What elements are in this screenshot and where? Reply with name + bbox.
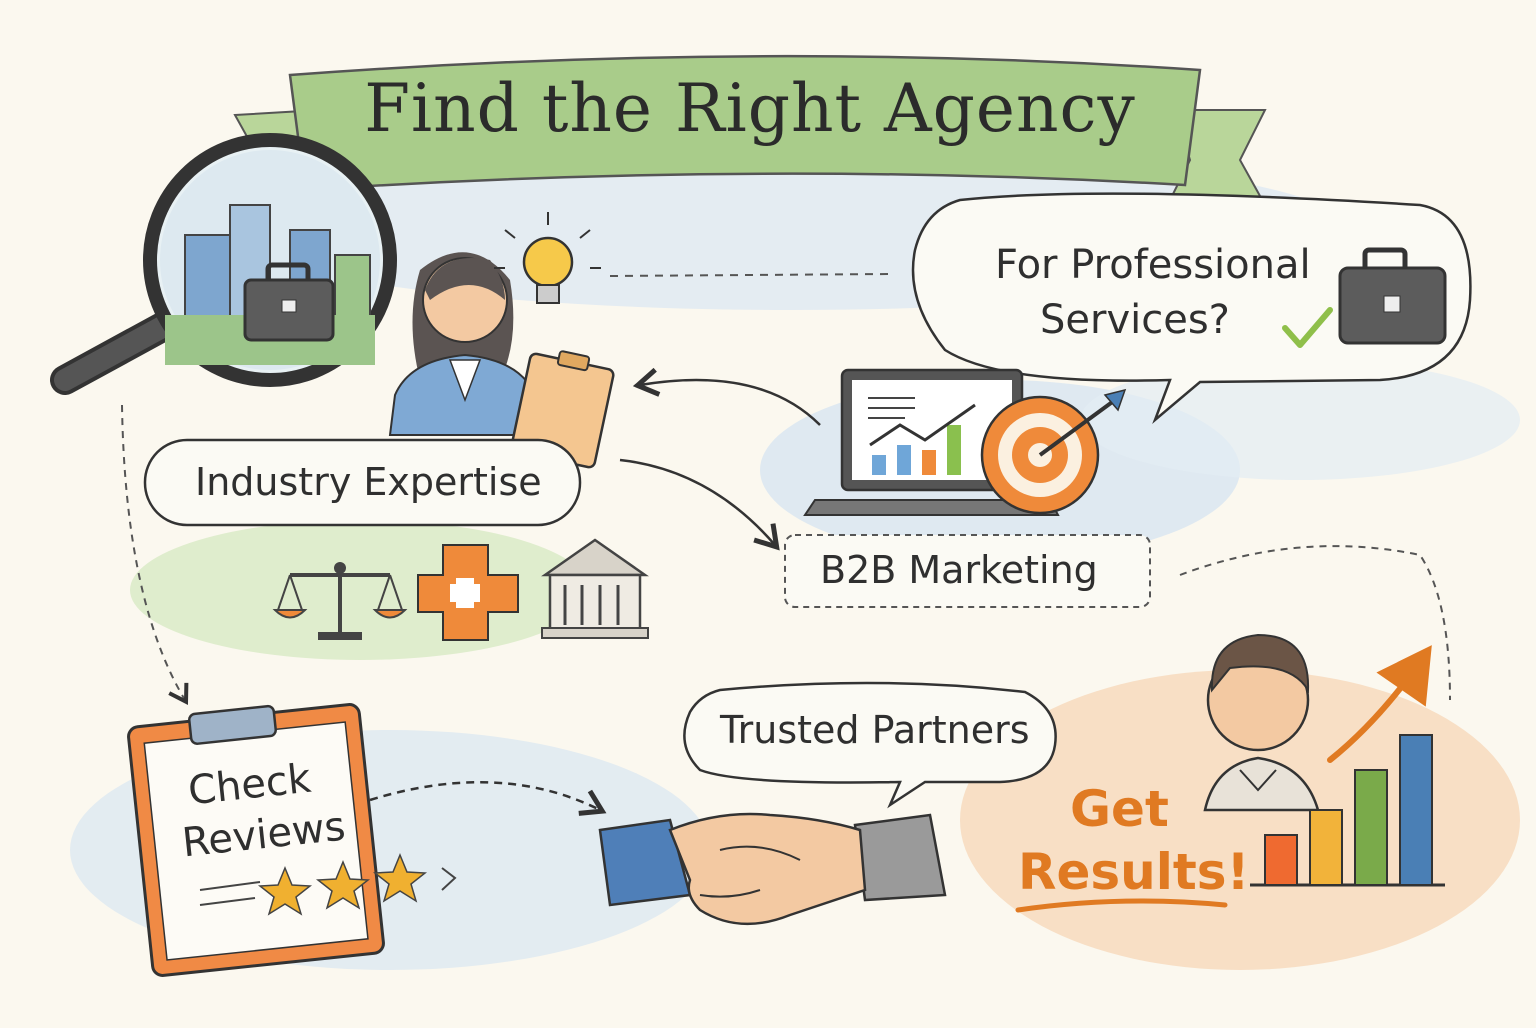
checkmark-icon [1282, 307, 1333, 348]
scales-icon [272, 562, 408, 640]
industry-expertise-label: Industry Expertise [195, 460, 542, 504]
laptop-chart-icon [803, 368, 1060, 516]
person-icon [1203, 633, 1320, 812]
star-icon [257, 853, 428, 916]
professional-bubble-line1: For Professional [995, 242, 1311, 288]
lightbulb-icon [494, 212, 601, 304]
b2b-marketing-label: B2B Marketing [820, 548, 1098, 592]
arrow-laptop-to-person [632, 367, 821, 426]
bar-chart-icon [1250, 734, 1445, 887]
b2b-marketing-box [784, 534, 1151, 608]
trend-arrow-icon [1327, 645, 1432, 763]
handshake-icon [598, 812, 947, 926]
magnifying-glass-icon [50, 133, 397, 395]
clipboard-icon [127, 703, 385, 977]
page-title: Find the Right Agency [364, 70, 1136, 147]
briefcase-icon [1338, 247, 1447, 345]
get-results-line2: Results! [1018, 843, 1250, 901]
briefcase-icon [243, 262, 335, 342]
bank-building-icon [541, 538, 649, 639]
target-icon [980, 388, 1127, 515]
connector-b2b-to-results [1179, 545, 1451, 701]
get-results-line1: Get [1070, 780, 1169, 838]
results-underline [1015, 898, 1228, 913]
connector-bulb-to-bubble [609, 273, 891, 277]
industry-expertise-pill [143, 438, 582, 527]
medical-cross-icon [417, 544, 519, 641]
trusted-partners-bubble [683, 681, 1057, 809]
arrow-expertise-to-b2b [619, 458, 780, 551]
trusted-partners-label: Trusted Partners [720, 708, 1030, 752]
connector-search-to-reviews [121, 404, 189, 705]
building-icon [184, 204, 371, 321]
connector-reviews-to-handshake [369, 780, 607, 816]
professional-services-bubble [911, 192, 1472, 425]
professional-bubble-line2: Services? [1040, 297, 1230, 343]
